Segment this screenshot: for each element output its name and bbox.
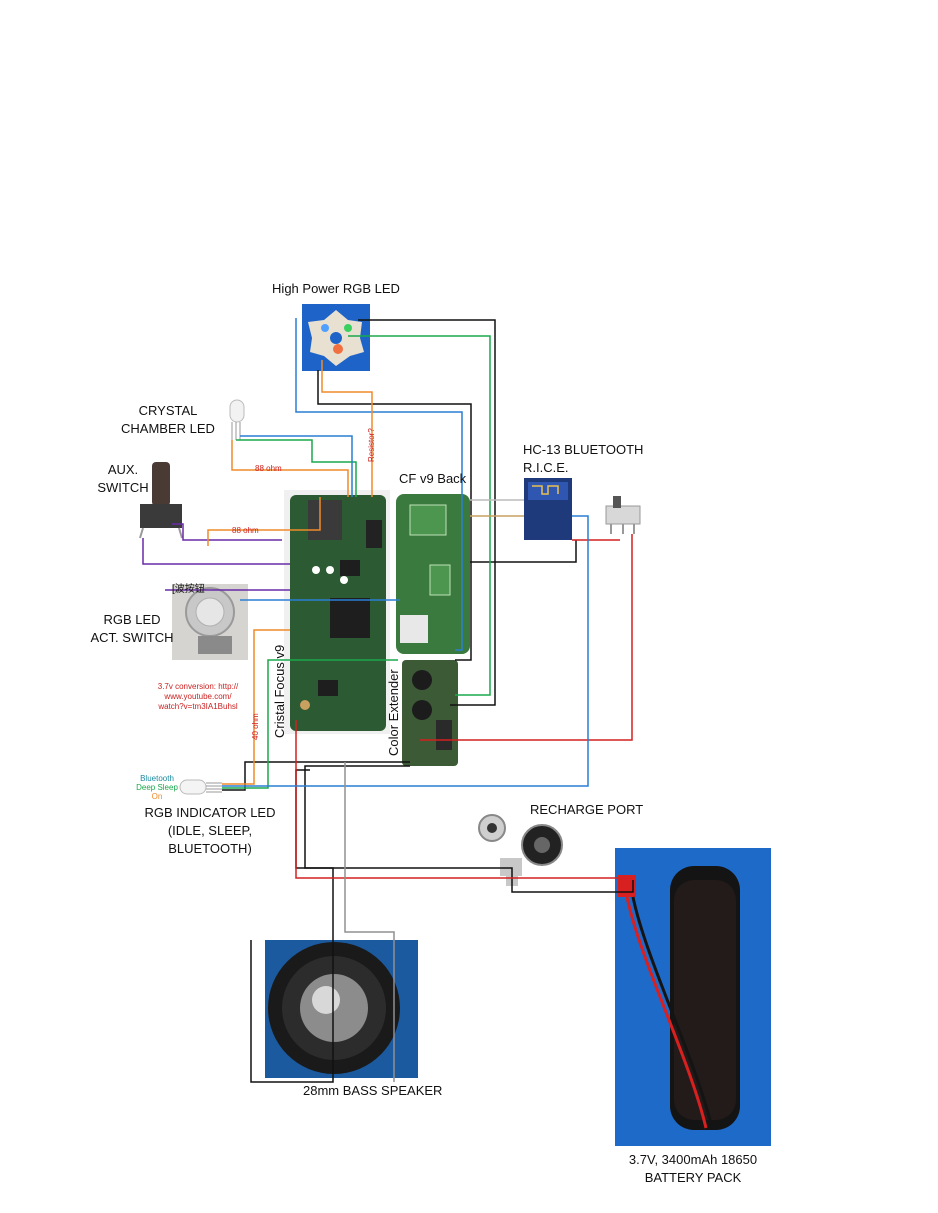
cf-v9-back-board bbox=[396, 494, 470, 654]
cristal-focus-board bbox=[284, 490, 390, 734]
indicator-bluetooth-label: Bluetooth bbox=[140, 774, 174, 783]
slide-switch bbox=[605, 496, 641, 534]
aux-switch bbox=[139, 462, 183, 539]
crystal-chamber-label-line2: CHAMBER LED bbox=[121, 421, 215, 436]
indicator-label-line3: BLUETOOTH) bbox=[168, 841, 252, 856]
conversion-note-line1: 3.7v conversion: http:// bbox=[157, 682, 239, 691]
resistor-annotation: Resistor? bbox=[367, 428, 376, 462]
rgb-act-label-line2: ACT. SWITCH bbox=[90, 630, 174, 645]
battery-label-line1: 3.7V, 3400mAh 18650 bbox=[628, 1152, 758, 1167]
battery-pack bbox=[615, 848, 771, 1146]
color-extender-board bbox=[402, 660, 458, 766]
conversion-note-line2: www.youtube.com/ bbox=[164, 692, 232, 701]
hc13-label-line1: HC-13 BLUETOOTH bbox=[523, 442, 644, 457]
rgb-led-activation-switch bbox=[172, 584, 248, 660]
indicator-on-label: On bbox=[151, 792, 163, 801]
aux-switch-label-line2: SWITCH bbox=[97, 480, 149, 495]
hc13-bluetooth-module bbox=[524, 478, 572, 540]
aux-switch-label-line1: AUX. bbox=[107, 462, 139, 477]
high-power-rgb-led bbox=[302, 304, 370, 371]
switch-marking: [波按钮 bbox=[172, 584, 205, 595]
hc13-label-line2: R.I.C.E. bbox=[523, 460, 569, 475]
speaker-label: 28mm BASS SPEAKER bbox=[303, 1083, 443, 1098]
rgb-indicator-led bbox=[179, 779, 222, 795]
cf-back-label: CF v9 Back bbox=[399, 471, 467, 486]
bass-speaker bbox=[265, 940, 418, 1078]
high-power-led-label: High Power RGB LED bbox=[272, 281, 400, 296]
battery-label-line2: BATTERY PACK bbox=[644, 1170, 742, 1185]
crystal-chamber-label-line1: CRYSTAL bbox=[138, 403, 198, 418]
rgb-act-label-line1: RGB LED bbox=[103, 612, 161, 627]
color-extender-label: Color Extender bbox=[386, 669, 401, 756]
indicator-deep-sleep-label: Deep Sleep bbox=[136, 783, 178, 792]
indicator-label-line1: RGB INDICATOR LED bbox=[144, 805, 276, 820]
recharge-port-label: RECHARGE PORT bbox=[530, 802, 644, 817]
ohm-88-top-label: 88 ohm bbox=[255, 464, 282, 473]
ohm-88-mid-label: 88 ohm bbox=[232, 526, 259, 535]
wires bbox=[142, 318, 634, 1083]
recharge-port bbox=[478, 814, 563, 886]
indicator-label-line2: (IDLE, SLEEP, bbox=[167, 823, 253, 838]
cristal-focus-label: Cristal Focus v9 bbox=[272, 644, 287, 738]
ohm-40-label: 40 ohm bbox=[251, 713, 260, 740]
crystal-chamber-led bbox=[229, 399, 245, 440]
conversion-note-line3: watch?v=tm3IA1Buhsl bbox=[158, 702, 238, 711]
